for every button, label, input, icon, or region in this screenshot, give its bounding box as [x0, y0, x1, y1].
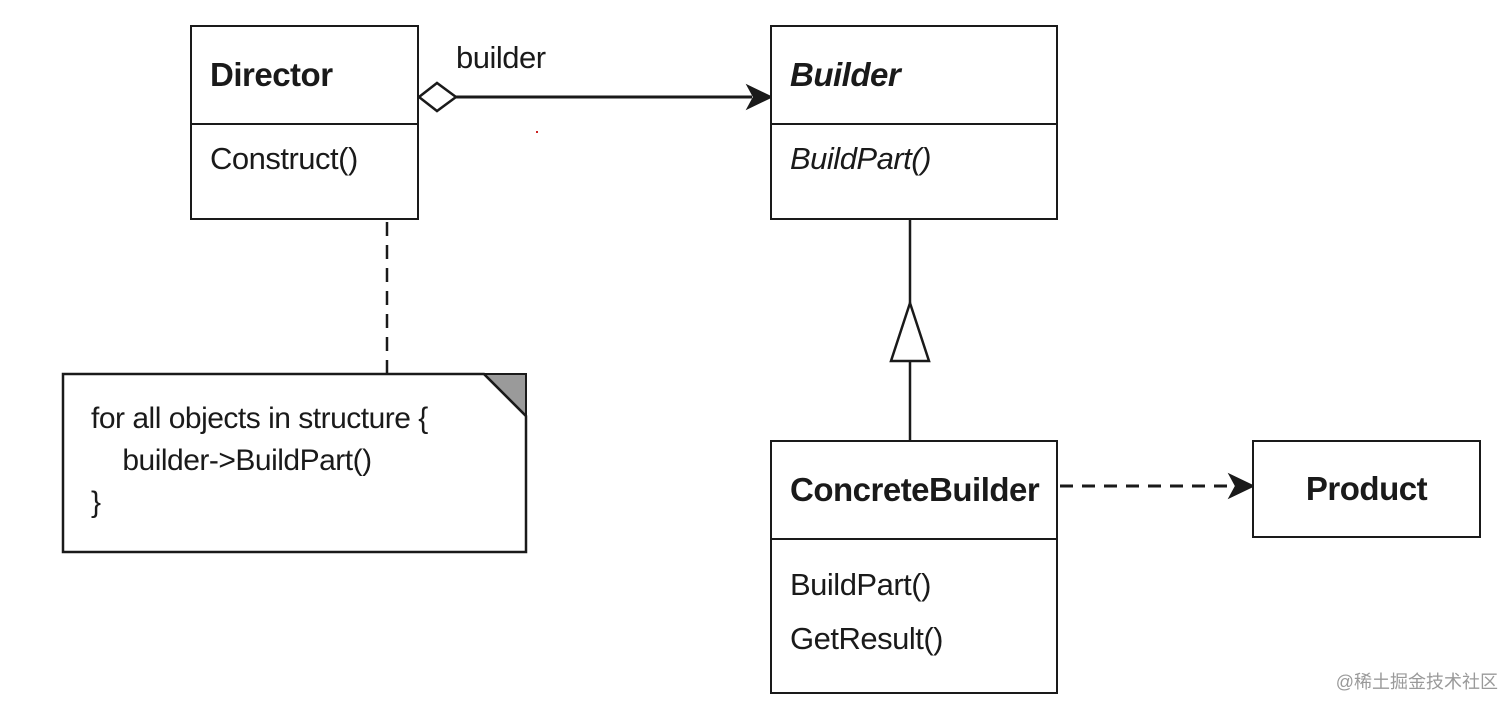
aggregation-arrowhead — [745, 83, 774, 111]
product-name-compartment: Product — [1254, 442, 1479, 536]
builder-class-name: Builder — [790, 56, 901, 93]
concrete-builder-operation-buildpart: BuildPart() — [790, 567, 931, 602]
director-operation: Construct() — [210, 141, 358, 176]
note-fold-edge — [483, 373, 527, 417]
association-role-label: builder — [456, 40, 546, 75]
builder-operation: BuildPart() — [790, 141, 931, 176]
concrete-builder-operation-getresult: GetResult() — [790, 621, 943, 656]
concrete-builder-class-name: ConcreteBuilder — [790, 471, 1040, 508]
concrete-builder-name-compartment: ConcreteBuilder — [772, 442, 1056, 540]
product-class-name: Product — [1305, 470, 1428, 507]
director-class-name: Director — [210, 56, 333, 93]
generalization-triangle — [889, 298, 931, 363]
director-operations-compartment: Construct() — [192, 125, 417, 177]
note-line-2: builder->BuildPart() — [91, 444, 372, 477]
note-line-1: for all objects in structure { — [91, 402, 428, 435]
red-speck — [536, 131, 538, 133]
watermark: @稀土掘金技术社区 — [1335, 672, 1498, 692]
product-class: Product — [1252, 440, 1481, 538]
director-name-compartment: Director — [192, 27, 417, 125]
director-class: Director Construct() — [190, 25, 419, 220]
builder-class: Builder BuildPart() — [770, 25, 1058, 220]
builder-name-compartment: Builder — [772, 27, 1056, 125]
concrete-builder-operations-compartment: BuildPart() GetResult() — [772, 540, 1056, 666]
aggregation-diamond — [416, 81, 459, 113]
note-line-3: } — [91, 486, 101, 519]
dependency-arrowhead — [1227, 472, 1256, 500]
note-shape — [61, 372, 528, 554]
builder-operations-compartment: BuildPart() — [772, 125, 1056, 177]
concrete-builder-class: ConcreteBuilder BuildPart() GetResult() — [770, 440, 1058, 694]
